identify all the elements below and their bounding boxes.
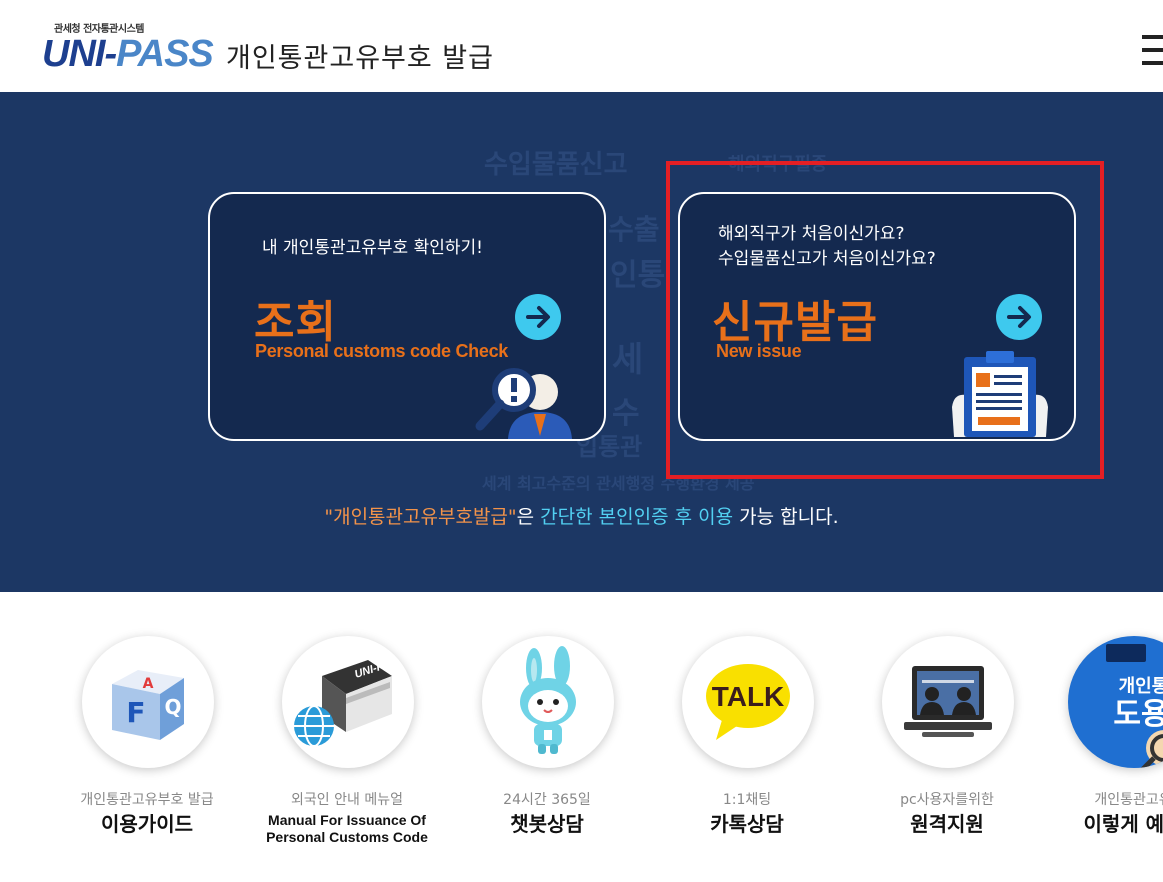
bg-word: 수입물품신고 xyxy=(484,150,628,180)
quick-item-title: 카톡상담 xyxy=(710,812,784,836)
talk-bubble-icon: TALK xyxy=(682,636,814,768)
site-header: 관세청 전자통관시스템 UNI-PASS 개인통관고유부호 발급 xyxy=(0,0,1163,93)
svg-text:F: F xyxy=(126,696,145,729)
logo-uni: UNI- xyxy=(42,33,117,75)
card-description: 해외직구가 처음이신가요? xyxy=(718,224,905,244)
arrow-right-icon[interactable] xyxy=(515,294,561,340)
bg-word: 수 xyxy=(612,396,640,431)
quick-item-sub: 24시간 365일 xyxy=(503,792,591,808)
quick-item-title: 이렇게 예방 xyxy=(1083,812,1163,836)
logo-pass: PASS xyxy=(116,33,214,75)
lookup-card[interactable]: 내 개인통관고유부호 확인하기! 조회 Personal customs cod… xyxy=(208,192,606,441)
notice-auth-text: 간단한 본인인증 후 이용 xyxy=(540,506,734,528)
quick-item-title: 챗봇상담 xyxy=(510,812,584,836)
svg-text:Q: Q xyxy=(164,695,181,719)
quick-item-title: 이용가이드 xyxy=(101,812,193,836)
clipboard-document-icon xyxy=(952,351,1048,437)
notice-particle: 은 xyxy=(516,506,541,528)
quick-item-title: Manual For Issuance Of Personal Customs … xyxy=(247,812,447,846)
faq-cube-icon: F Q A xyxy=(82,636,214,768)
magnifier-person-icon xyxy=(475,368,572,439)
card-title: 조회 xyxy=(254,297,337,348)
notice-suffix: 가능 합니다. xyxy=(733,506,839,528)
quick-menu: F Q A 개인통관고유부호 발급 이용가이드 UNI-PASS 외국인 안내 xyxy=(0,592,1163,882)
hero-banner: 수입물품신고 해외직구필증 수출 인통 세 수 입통관 세계 최고수준의 관세행… xyxy=(0,92,1163,592)
bg-word: 인통 xyxy=(610,258,666,293)
quick-item-sub: 개인통관고유 xyxy=(1094,792,1163,808)
quick-item-manual[interactable]: UNI-PASS 외국인 안내 메뉴얼 Manual For Issuance … xyxy=(247,636,447,856)
prevention-promo-icon: 개인통관고 도용 예 xyxy=(1068,636,1163,768)
bubble-label: TALK xyxy=(712,681,785,712)
quick-item-sub: 1:1채팅 xyxy=(722,792,772,808)
arrow-right-icon[interactable] xyxy=(996,294,1042,340)
quick-item-chatbot[interactable]: 24시간 365일 챗봇상담 xyxy=(447,636,647,856)
quick-item-title-line: Manual For Issuance Of xyxy=(268,812,426,828)
notice-text: "개인통관고유부호발급"은 간단한 본인인증 후 이용 가능 합니다. xyxy=(0,502,1163,529)
globe-book-icon: UNI-PASS xyxy=(282,636,414,768)
unipass-logo[interactable]: 관세청 전자통관시스템 UNI-PASS xyxy=(42,20,218,80)
quick-item-guide[interactable]: F Q A 개인통관고유부호 발급 이용가이드 xyxy=(47,636,247,856)
page-title: 개인통관고유부호 발급 xyxy=(226,43,494,74)
bg-word: 세계 최고수준의 관세행정 수행환경 제공 xyxy=(482,474,755,493)
remote-support-icon xyxy=(882,636,1014,768)
promo-line: 도용 예 xyxy=(1113,697,1163,732)
card-description: 수입물품신고가 처음이신가요? xyxy=(718,249,936,269)
quick-item-sub: 외국인 안내 메뉴얼 xyxy=(291,792,403,808)
hamburger-menu-icon[interactable] xyxy=(1140,34,1163,68)
logo-wordmark: UNI-PASS xyxy=(42,32,214,76)
quick-item-title: 원격지원 xyxy=(910,812,984,836)
rabbit-mascot-icon xyxy=(482,636,614,768)
quick-item-title-line: Personal Customs Code xyxy=(266,829,428,845)
card-title: 신규발급 xyxy=(712,297,878,348)
quick-item-prevention[interactable]: 개인통관고 도용 예 개인통관고유 이렇게 예방 xyxy=(1033,636,1163,856)
bg-word: 세 xyxy=(612,340,644,380)
bg-word: 수출 xyxy=(608,213,660,246)
quick-item-sub: 개인통관고유부호 발급 xyxy=(80,792,214,808)
new-issue-card[interactable]: 해외직구가 처음이신가요? 수입물품신고가 처음이신가요? 신규발급 New i… xyxy=(678,192,1076,441)
svg-text:A: A xyxy=(143,676,154,692)
logo-subtitle: 관세청 전자통관시스템 xyxy=(54,24,144,35)
notice-service-name: "개인통관고유부호발급" xyxy=(324,506,517,528)
quick-item-kakao[interactable]: TALK 1:1채팅 카톡상담 xyxy=(647,636,847,856)
card-subtitle: New issue xyxy=(716,341,802,361)
card-subtitle: Personal customs code Check xyxy=(255,341,508,361)
quick-item-sub: pc사용자를위한 xyxy=(900,792,994,808)
bg-word: 해외직구필증 xyxy=(728,154,828,175)
promo-line: 개인통관고 xyxy=(1119,676,1163,697)
quick-item-remote[interactable]: pc사용자를위한 원격지원 xyxy=(847,636,1047,856)
card-description: 내 개인통관고유부호 확인하기! xyxy=(262,238,483,258)
